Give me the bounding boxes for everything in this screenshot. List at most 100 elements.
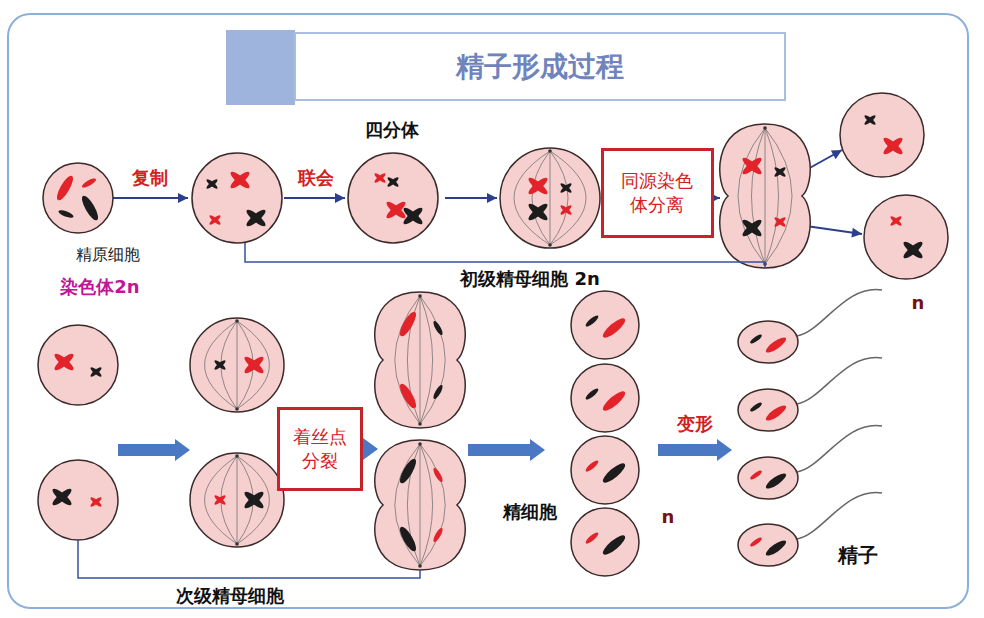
label: 精子 (838, 543, 878, 567)
arrow-line (112, 197, 188, 199)
chromatid (58, 209, 75, 219)
cell (38, 325, 118, 405)
chromosome (89, 496, 102, 508)
chromosome (242, 355, 265, 376)
chromosome (526, 202, 549, 223)
label: 四分体 (365, 119, 419, 141)
chromatid (584, 314, 600, 328)
chromosome (242, 490, 265, 511)
spindle-pole (418, 294, 422, 298)
chromatid (764, 335, 788, 355)
chromatid (749, 401, 763, 413)
chromosome (740, 156, 763, 177)
label: 初级精母细胞 2n (460, 268, 600, 290)
cell (348, 153, 438, 243)
cell (571, 291, 639, 359)
chromosome (773, 166, 786, 178)
spindle-fiber (550, 151, 568, 245)
chromatid (749, 333, 763, 345)
chromosome (89, 496, 102, 508)
chromatid (600, 461, 627, 486)
arrow-head (335, 193, 345, 203)
chromosome (213, 494, 226, 506)
cell (840, 93, 924, 177)
chromosome (559, 204, 572, 216)
chromosome (559, 204, 572, 216)
chromosome (773, 216, 786, 228)
arrow-line (806, 150, 842, 170)
spindle-fiber (205, 321, 237, 409)
chromosome (208, 214, 221, 226)
spindle-fiber (514, 151, 550, 245)
chromatid (764, 471, 788, 491)
title: 精子形成过程 (456, 50, 624, 84)
title-box (295, 33, 785, 100)
block-arrow (118, 439, 190, 461)
chromosome (740, 218, 763, 239)
title-mark (226, 30, 295, 105)
chromosome (901, 240, 924, 261)
chromatid (749, 469, 763, 481)
dividing-cell (720, 124, 810, 268)
process-box: 着丝点分裂 (277, 407, 363, 491)
label: n (912, 292, 925, 314)
chromatid (54, 174, 76, 203)
spindle-fiber (420, 444, 421, 566)
spindle-pole (235, 319, 239, 323)
spindle-pole (763, 126, 767, 130)
chromatid (432, 320, 444, 336)
sperm-tail (797, 425, 882, 472)
chromosome (559, 182, 572, 194)
spindle-fiber (550, 151, 551, 245)
chromatid (600, 316, 627, 341)
chromosome (52, 352, 75, 373)
chromatid (397, 310, 419, 339)
chromosome (889, 215, 902, 227)
chromosome (559, 182, 572, 194)
spindle-pole (235, 454, 239, 458)
arrow-head (831, 150, 842, 159)
chromosome (89, 366, 102, 378)
chromatid (584, 387, 600, 401)
cell (500, 148, 600, 248)
chromosome (526, 176, 549, 197)
chromosome (213, 359, 226, 371)
dividing-cell (375, 440, 465, 570)
cell (192, 153, 282, 243)
spindle-pole (548, 149, 552, 153)
chromosome (863, 114, 876, 126)
block-arrow (468, 439, 545, 461)
cell (571, 436, 639, 504)
spindle-fiber (205, 456, 237, 544)
cell (864, 195, 948, 279)
chromosome (373, 172, 386, 184)
chromosome (242, 490, 265, 511)
spindle-fiber (237, 321, 269, 409)
chromosome (901, 240, 924, 261)
label: 精原细胞 (76, 245, 140, 264)
chromatid (432, 467, 444, 483)
chromatid (749, 536, 763, 548)
box-text: 着丝点分裂 (291, 425, 349, 474)
spindle-fiber (420, 444, 445, 566)
bracket (245, 243, 765, 268)
chromosome (889, 215, 902, 227)
chromatid (397, 382, 419, 411)
dividing-cell (375, 292, 465, 428)
sperm-head (738, 457, 798, 499)
chromosome (373, 172, 386, 184)
cell (571, 508, 639, 576)
spindle-pole (418, 564, 422, 568)
spindle-fiber (237, 321, 238, 409)
chromosome (50, 487, 73, 508)
chromatid (764, 403, 788, 423)
spindle-fiber (237, 456, 238, 544)
chromosome (773, 166, 786, 178)
chromatid (584, 531, 600, 545)
spindle-fiber (420, 296, 433, 424)
sperm-head (738, 389, 798, 431)
spindle-pole (418, 422, 422, 426)
chromosome (740, 156, 763, 177)
chromosome (89, 366, 102, 378)
